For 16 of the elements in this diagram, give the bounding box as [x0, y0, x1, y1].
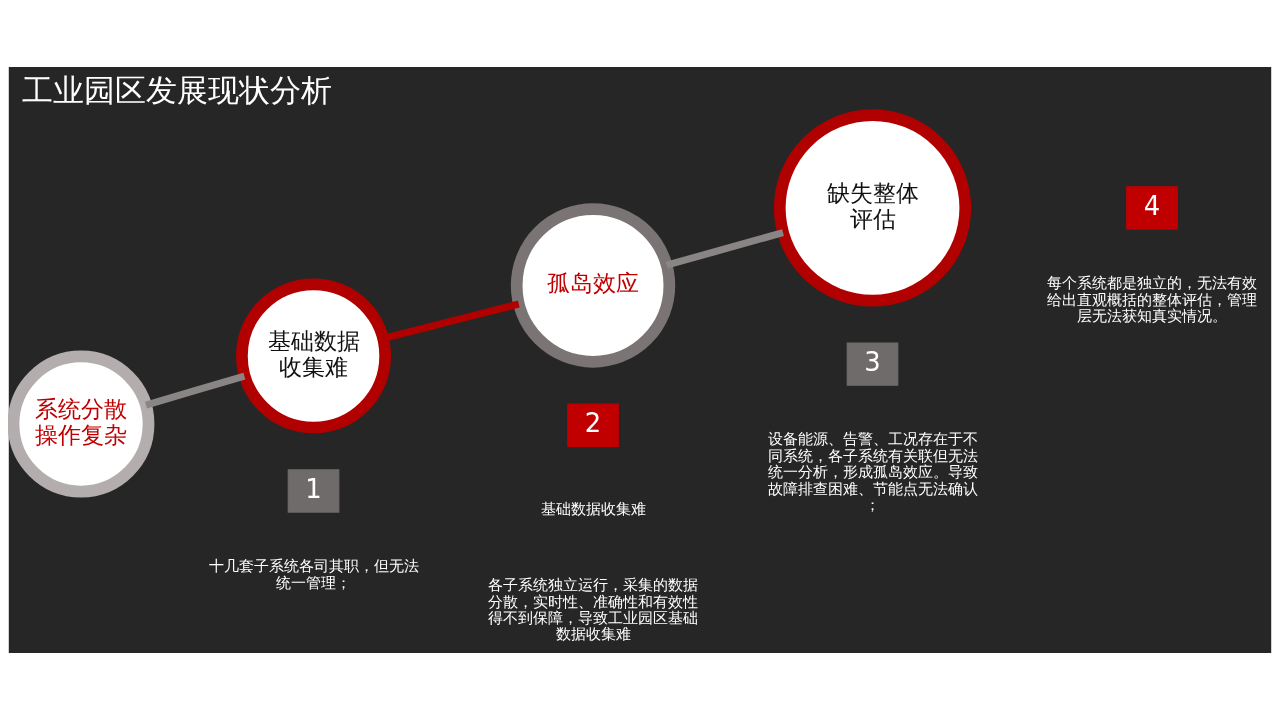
- diagram-title: 工业园区发展现状分析: [22, 72, 333, 108]
- node-label: 基础数据收集难: [540, 499, 646, 518]
- node-circle: 系统分散操作复杂: [8, 350, 155, 498]
- node-label: 十几套子系统各司其职，但无法统一管理；: [208, 557, 419, 592]
- node-box: 4: [1126, 186, 1178, 230]
- node-box: 3: [846, 342, 899, 386]
- connector: [665, 229, 784, 269]
- node-circle: 基础数据收集难: [236, 278, 392, 434]
- node-label: 各子系统独立运行，采集的数据分散，实时性、准确性和有效性得不到保障，导致工业园区基础数据收集难: [488, 576, 699, 644]
- connector: [145, 372, 246, 409]
- node-box: 2: [567, 403, 619, 447]
- node-label: 设备能源、告警、工况存在于不同系统，各子系统有关联但无法统一分析，形成孤岛效应。导致故障排查困难、节能点无法确认；: [767, 430, 978, 515]
- node-circle: 孤岛效应: [510, 203, 676, 368]
- node-box: 1: [287, 469, 340, 513]
- node-circle: 缺失整体评估: [773, 109, 972, 307]
- node-label: 每个系统都是独立的，无法有效给出直观概括的整体评估，管理层无法获知真实情况。: [1047, 274, 1258, 326]
